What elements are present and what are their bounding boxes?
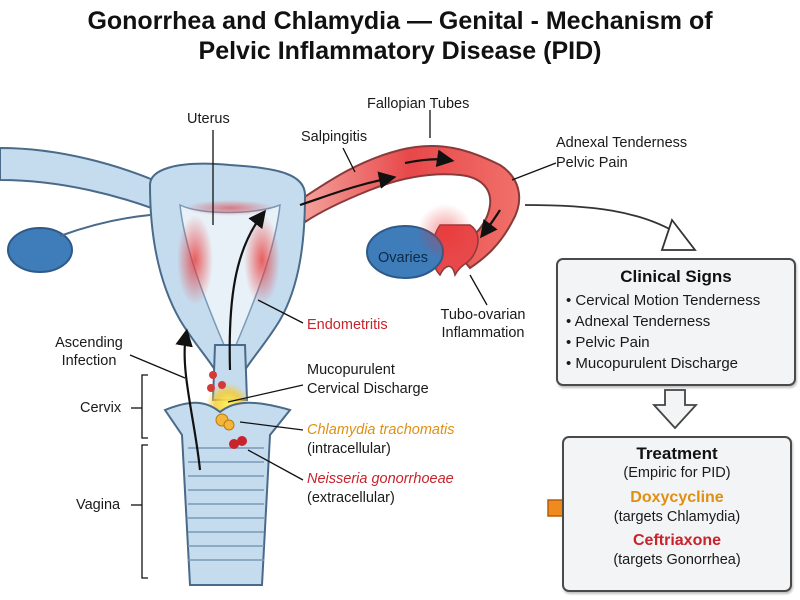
ascending-arrow-5	[480, 209, 501, 239]
label-salpingitis: Salpingitis	[301, 129, 368, 145]
label-cervix: Cervix	[80, 400, 122, 416]
drug-ceftriaxone-note: (targets Gonorrhea)	[613, 552, 741, 568]
clinical-sign-item: Cervical Motion Tenderness	[566, 290, 794, 311]
label-vagina: Vagina	[76, 497, 121, 513]
label-ascending-infection: Ascending Infection	[44, 334, 134, 370]
label-pelvic-pain: Pelvic Pain	[556, 155, 628, 171]
drug-doxycycline-note: (targets Chlamydia)	[613, 509, 741, 525]
label-uterus: Uterus	[187, 111, 230, 127]
flow-arrowhead	[660, 218, 697, 251]
title-line-1: Gonorrhea and Chlamydia — Genital - Mech…	[87, 7, 713, 35]
left-ovary	[7, 227, 73, 273]
clinical-signs-title: Clinical Signs	[620, 267, 732, 286]
vaginal-rugae	[188, 447, 264, 561]
clinical-signs-box: Clinical Signs Cervical Motion Tendernes…	[556, 258, 796, 386]
label-fallopian-tubes: Fallopian Tubes	[367, 96, 470, 112]
label-mucopurulent-2: Cervical Discharge	[307, 381, 429, 397]
label-extracellular: (extracellular)	[307, 490, 395, 506]
ascending-arrow-2	[228, 209, 267, 371]
cervix-bracket	[131, 374, 148, 439]
clinical-sign-item: Pelvic Pain	[566, 332, 794, 353]
label-chlamydia-trachomatis: Chlamydia trachomatis	[307, 422, 455, 438]
label-tubo-ovarian: Tubo-ovarian Inflammation	[428, 306, 538, 342]
down-arrow	[651, 389, 699, 430]
label-ovaries: Ovaries	[378, 250, 428, 266]
clinical-sign-item: Mucopurulent Discharge	[566, 353, 794, 374]
label-tubo-ovarian-line1: Tubo-ovarian	[440, 307, 526, 323]
label-adnexal-tenderness: Adnexal Tenderness	[556, 135, 688, 151]
treatment-title: Treatment	[636, 444, 718, 463]
treatment-subtitle: (Empiric for PID)	[623, 465, 731, 481]
page-title: Gonorrhea and Chlamydia — Genital - Mech…	[0, 6, 800, 66]
ascending-arrow-1	[175, 328, 202, 471]
vagina-bracket	[131, 444, 148, 579]
label-neisseria-gonorrhoeae: Neisseria gonorrhoeae	[307, 471, 454, 487]
ascending-arrow-3	[299, 171, 397, 207]
drug-doxycycline: Doxycycline	[630, 489, 724, 506]
title-line-2: Pelvic Inflammatory Disease (PID)	[198, 37, 602, 65]
leader-lines	[129, 110, 557, 481]
clinical-sign-item: Adnexal Tenderness	[566, 311, 794, 332]
label-intracellular: (intracellular)	[307, 441, 391, 457]
clinical-signs-list: Cervical Motion Tenderness Adnexal Tende…	[566, 290, 794, 374]
gonococci	[229, 436, 247, 449]
chlamydia-inclusion	[215, 413, 235, 431]
label-tubo-ovarian-line2: Inflammation	[441, 325, 525, 341]
label-ascending-line2: Infection	[61, 353, 117, 369]
treatment-box: Treatment (Empiric for PID) Doxycycline …	[562, 436, 792, 592]
flow-arrow-to-signs	[524, 204, 681, 236]
label-endometritis: Endometritis	[307, 317, 388, 333]
ascending-arrow-4	[404, 149, 455, 168]
drug-ceftriaxone: Ceftriaxone	[632, 532, 722, 549]
left-fallopian-tube	[0, 146, 172, 217]
label-ascending-line1: Ascending	[55, 335, 123, 351]
label-mucopurulent-1: Mucopurulent	[307, 362, 395, 378]
bacteria-in-canal	[207, 371, 226, 392]
